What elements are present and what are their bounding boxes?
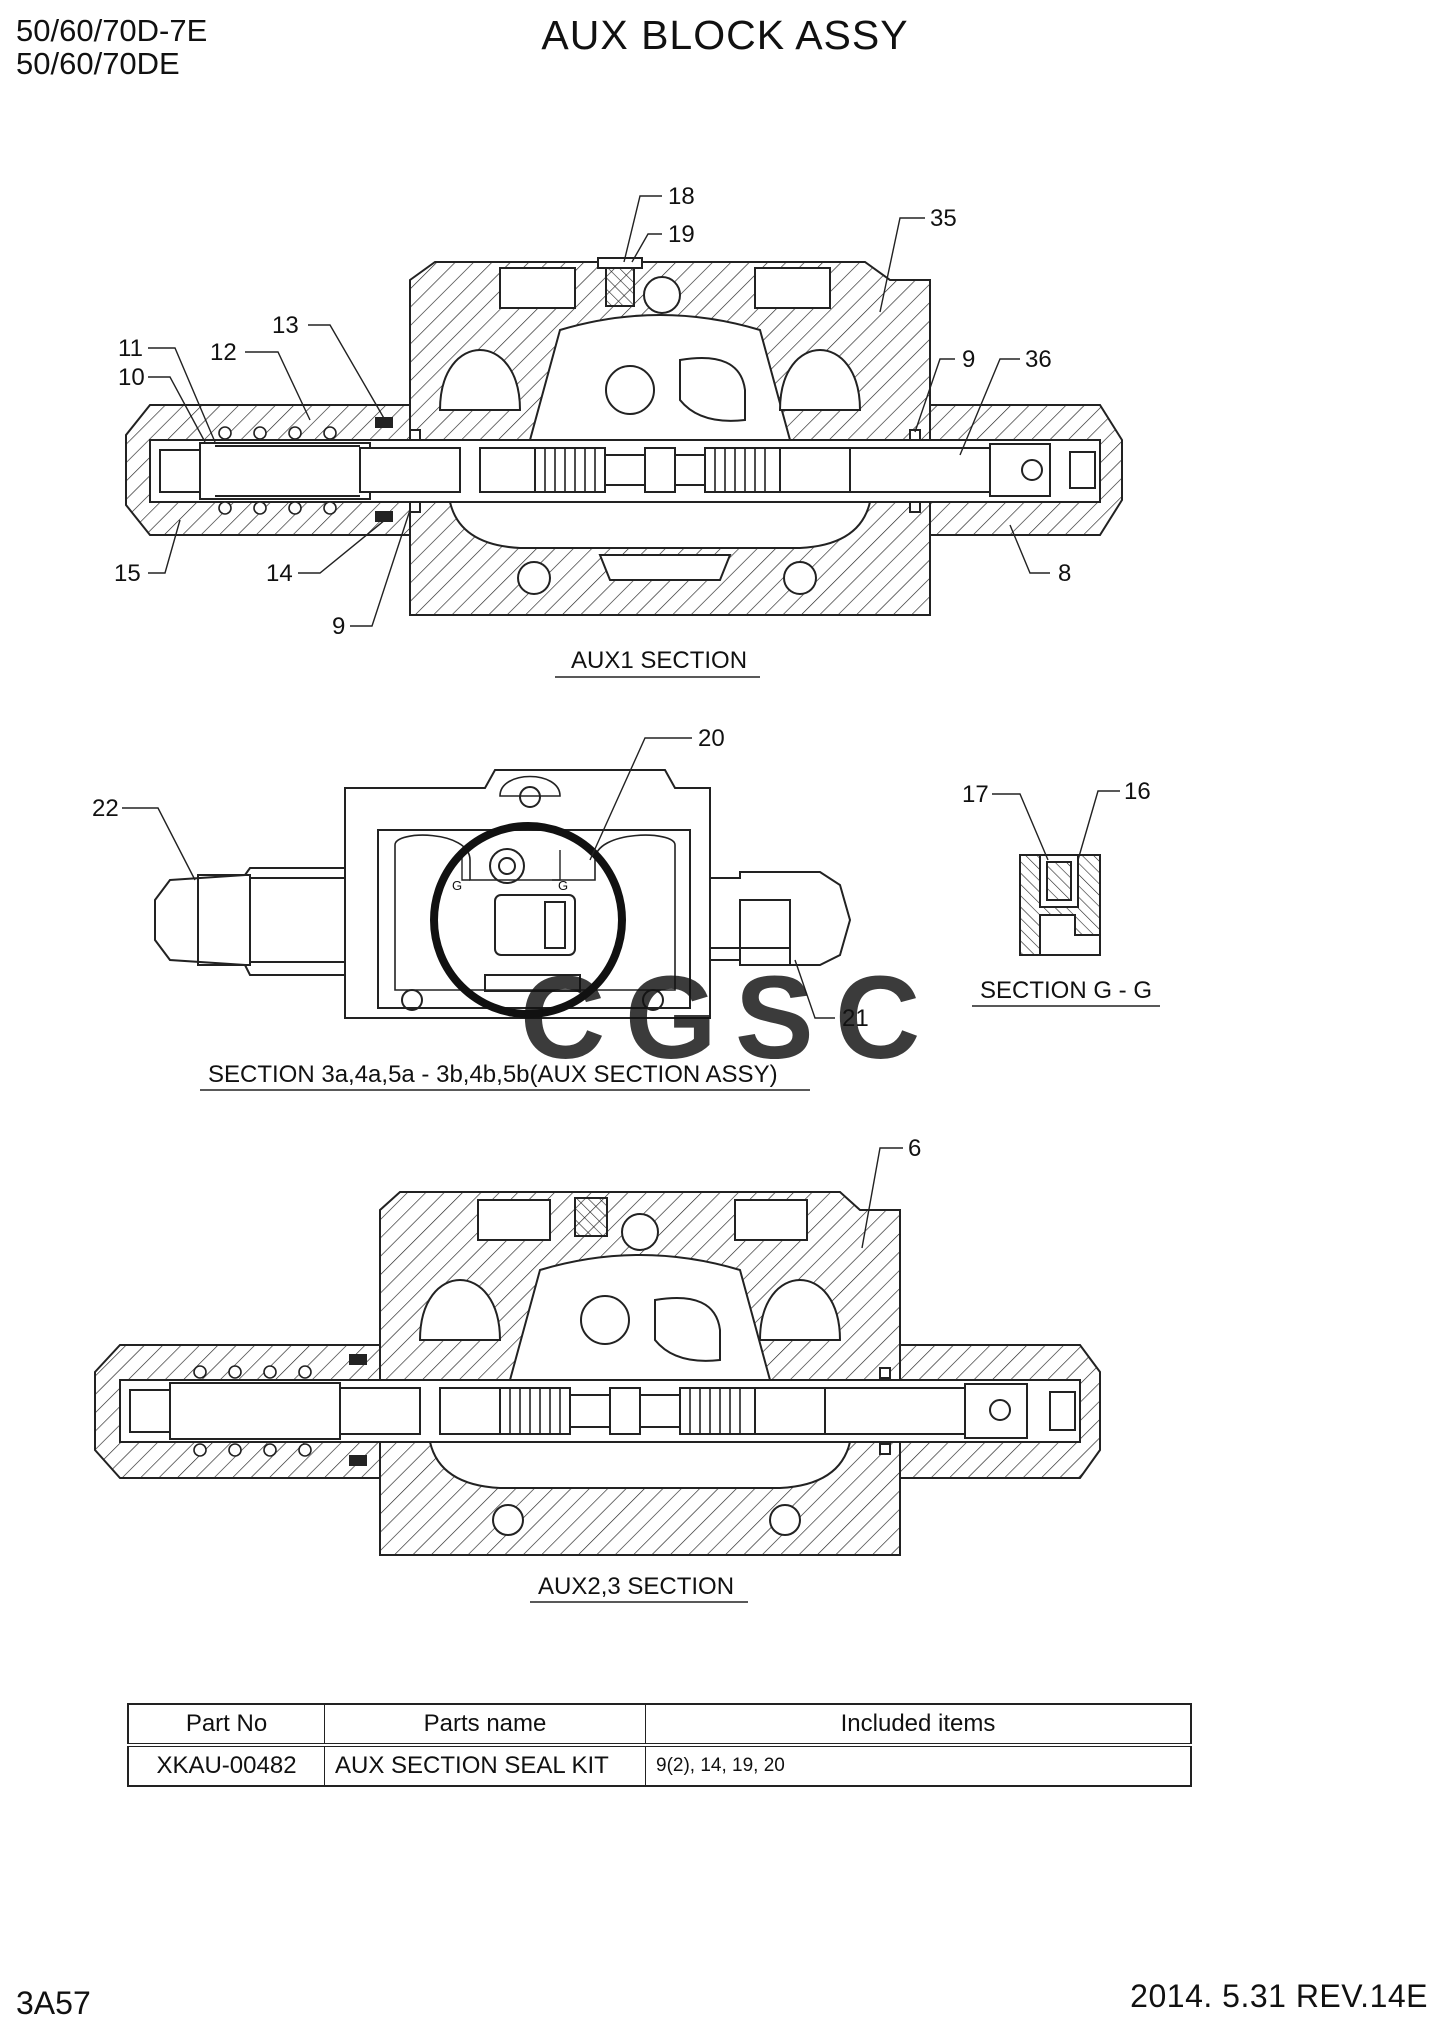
aux23-section-label: AUX2,3 SECTION: [538, 1573, 734, 1600]
watermark-letter-c1: C: [520, 952, 605, 1084]
aux-section-view-drawing: [154, 769, 852, 1019]
section-gg-label: SECTION G - G: [980, 977, 1152, 1004]
aux1-callouts: 18 19 35 13 11 12 10 9 36 15 14 8 9: [114, 183, 1071, 640]
header-included-items: Included items: [645, 1703, 1192, 1747]
callout-9-right: 9: [962, 346, 975, 373]
callout-16: 16: [1124, 778, 1151, 805]
watermark-letter-s: S: [735, 952, 814, 1084]
model-line-2: 50/60/70DE: [16, 46, 180, 81]
aux-view-callouts: 20 22 21: [92, 725, 869, 1032]
callout-6: 6: [908, 1135, 921, 1162]
aux-section-view-label: SECTION 3a,4a,5a - 3b,4b,5b(AUX SECTION …: [208, 1061, 778, 1088]
callout-13: 13: [272, 312, 299, 339]
callout-22: 22: [92, 795, 119, 822]
callout-8: 8: [1058, 560, 1071, 587]
section-gg-callouts: 17 16: [962, 778, 1151, 808]
parts-table: Part No Parts name Included items XKAU-0…: [127, 1703, 1192, 1787]
header-part-no: Part No: [127, 1703, 325, 1747]
aux1-leader-lines: [148, 195, 1050, 627]
cell-parts-name: AUX SECTION SEAL KIT: [324, 1744, 646, 1787]
watermark-letter-g: G: [625, 952, 717, 1084]
aux-view-leaders: [122, 737, 835, 1019]
section-gg-drawing: [1019, 854, 1101, 956]
callout-17: 17: [962, 781, 989, 808]
callout-11: 11: [118, 335, 143, 362]
table-row: XKAU-00482 AUX SECTION SEAL KIT 9(2), 14…: [127, 1744, 1192, 1787]
aux23-section-drawing: [94, 1191, 1101, 1556]
callout-12: 12: [210, 339, 237, 366]
revision-date: 2014. 5.31 REV.14E: [1130, 1978, 1428, 2014]
watermark-letter-c2: C: [835, 952, 920, 1084]
callout-21: 21: [842, 1005, 869, 1032]
cell-part-no: XKAU-00482: [127, 1744, 325, 1787]
header-parts-name: Parts name: [324, 1703, 646, 1747]
model-line-1: 50/60/70D-7E: [16, 13, 208, 48]
callout-14: 14: [266, 560, 293, 587]
callout-36: 36: [1025, 346, 1052, 373]
aux1-section-drawing: [125, 257, 1123, 616]
aux1-section-label: AUX1 SECTION: [571, 647, 747, 674]
callout-9-bottom: 9: [332, 613, 345, 640]
callout-19: 19: [668, 221, 695, 248]
page-code: 3A57: [16, 1985, 91, 2021]
aux-view-cutmarks: G G: [452, 878, 568, 893]
callout-18: 18: [668, 183, 695, 210]
section-gg-leaders: [992, 790, 1120, 861]
cell-included-items: 9(2), 14, 19, 20: [645, 1744, 1192, 1787]
cgsc-watermark: C G S C: [520, 952, 920, 1084]
callout-15: 15: [114, 560, 141, 587]
parts-table-header: Part No Parts name Included items: [127, 1703, 1192, 1747]
cut-mark-g-left: G: [452, 878, 462, 893]
callout-35: 35: [930, 205, 957, 232]
callout-10: 10: [118, 364, 145, 391]
cut-mark-g-right: G: [558, 878, 568, 893]
model-numbers: 50/60/70D-7E 50/60/70DE: [16, 14, 207, 80]
callout-20: 20: [698, 725, 725, 752]
aux23-leaders: [861, 1147, 903, 1249]
page-title: AUX BLOCK ASSY: [541, 12, 909, 58]
